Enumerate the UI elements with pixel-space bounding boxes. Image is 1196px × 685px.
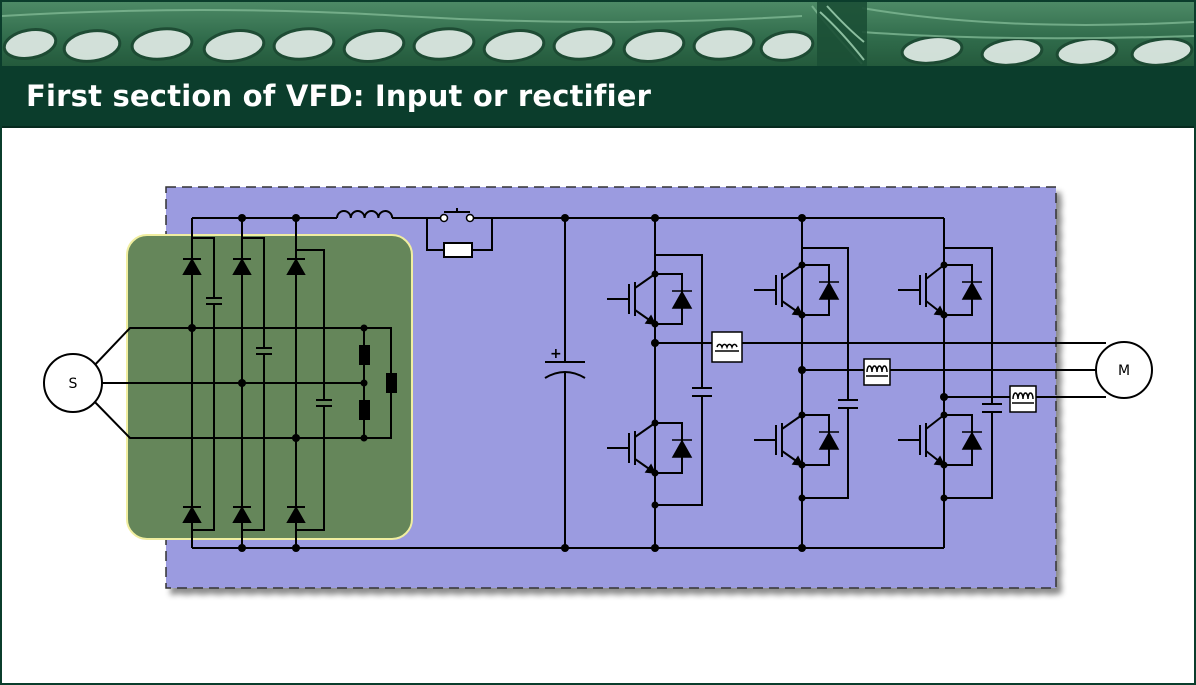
slide-title: First section of VFD: Input or rectifier: [26, 79, 652, 113]
ac-source: S: [43, 353, 103, 413]
precharge-resistor-icon: [443, 242, 473, 258]
current-sensor-icons: [711, 331, 1037, 413]
motor-label: M: [1118, 363, 1130, 379]
decorative-banner: [2, 2, 1194, 66]
rectifier-diode-icons: [182, 257, 306, 523]
freewheel-diode-icons: [644, 281, 983, 474]
motor: M: [1095, 341, 1153, 399]
resistor-icons: [359, 345, 397, 420]
title-bar: First section of VFD: Input or rectifier: [2, 66, 1194, 128]
capacitor-polarity-mark: +: [550, 346, 562, 362]
rectifier-highlight: [126, 234, 413, 540]
junction-dots: [188, 214, 948, 552]
banner-pattern-icon: [2, 2, 1194, 66]
source-label: S: [69, 376, 78, 392]
